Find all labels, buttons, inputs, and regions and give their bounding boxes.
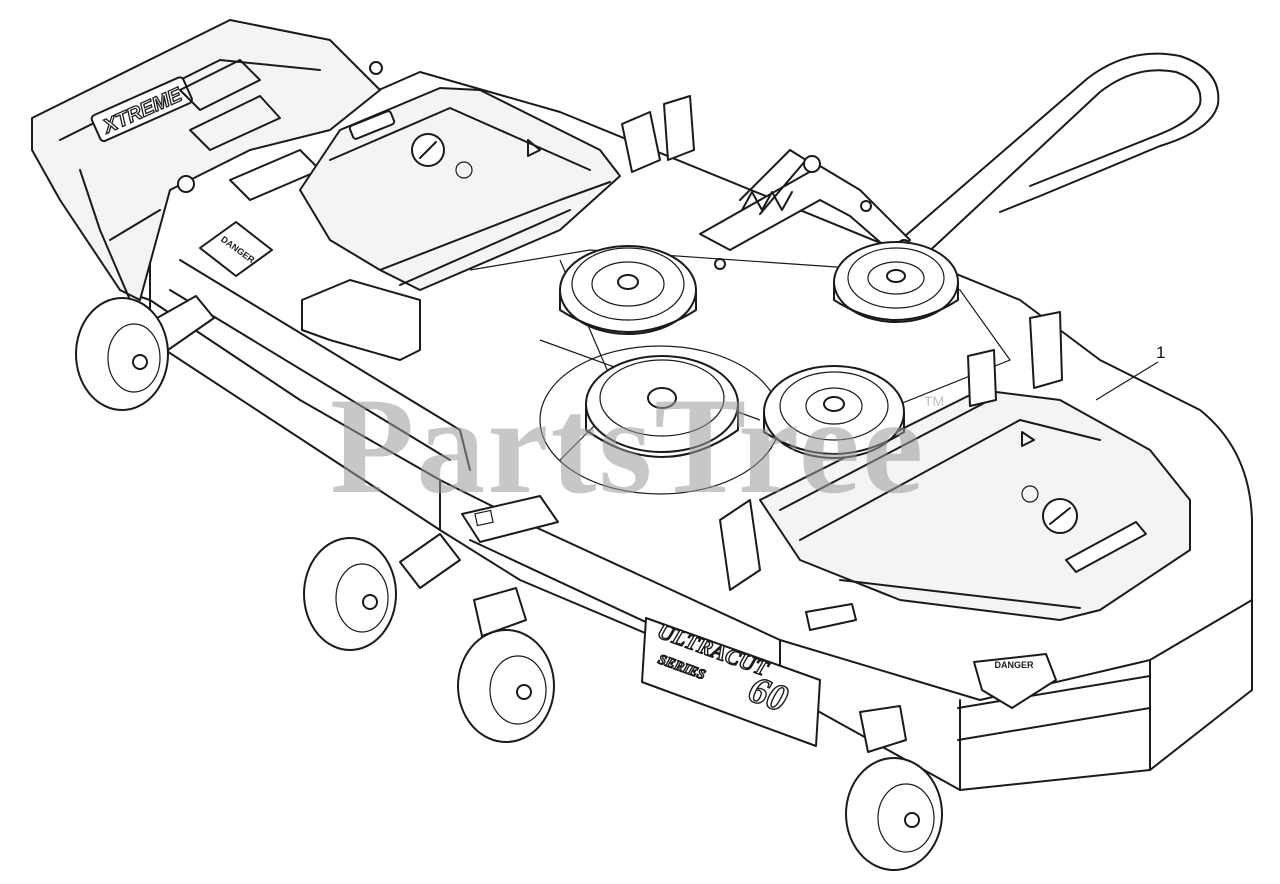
deck-brackets xyxy=(301,95,1063,591)
pulley-center-rear xyxy=(559,245,697,335)
lift-handle xyxy=(867,52,1220,287)
caster-wheel-rear-left xyxy=(75,295,215,411)
caster-wheel-front-left xyxy=(457,587,555,743)
warning-decal-right: DANGER xyxy=(973,653,1057,709)
watermark: PartsTree TM xyxy=(330,369,944,522)
watermark-text: PartsTree xyxy=(330,369,925,522)
svg-text:DANGER: DANGER xyxy=(994,660,1034,670)
callout-1: 1 xyxy=(1095,343,1165,401)
rear-left-housing: XTREME xyxy=(31,19,383,301)
info-decal-small xyxy=(805,603,857,631)
pulley-right-idler xyxy=(833,241,959,323)
callout-1-label: 1 xyxy=(1156,343,1165,362)
caster-wheel-front-right xyxy=(845,705,943,871)
warning-decal-left: DANGER xyxy=(199,221,273,277)
left-belt-cover xyxy=(299,87,621,291)
watermark-tm: TM xyxy=(924,393,944,409)
info-decal-front xyxy=(461,495,559,543)
pulley-spindle-right xyxy=(763,365,905,459)
caster-wheel-mid-left xyxy=(303,533,461,651)
